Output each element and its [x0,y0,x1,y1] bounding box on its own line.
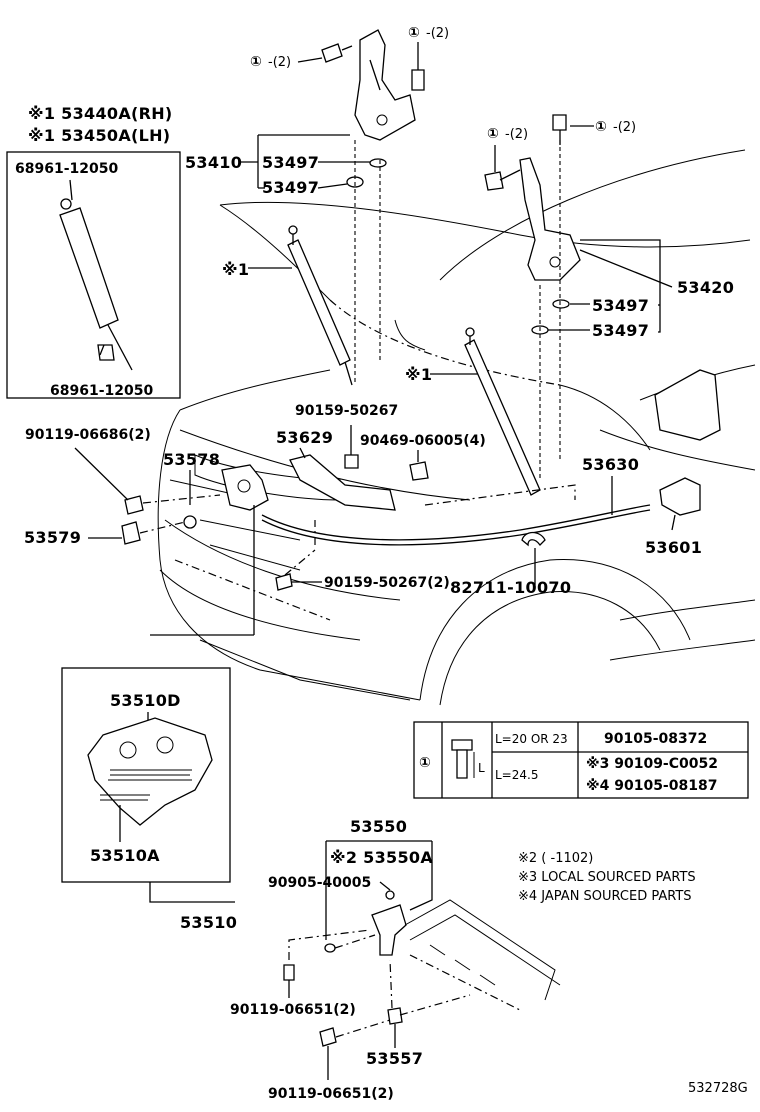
label-53497-d: 53497 [592,321,649,340]
circle1-d: ① [595,119,607,135]
label-53629: 53629 [276,428,333,447]
label-53579: 53579 [24,528,81,547]
label-53578: 53578 [163,450,220,469]
label-53410: 53410 [185,153,242,172]
table-l24: L=24.5 [495,768,538,782]
note-4: ※4 JAPAN SOURCED PARTS [518,889,692,904]
qty-a: -(2) [268,55,291,70]
label-90159-2: 90159-50267(2) [324,575,450,591]
label-53420: 53420 [677,278,734,297]
circle1-c: ① [487,126,499,142]
figure-code: 532728G [688,1081,748,1096]
label-90905: 90905-40005 [268,875,371,891]
qty-d: -(2) [613,120,636,135]
label-53630: 53630 [582,455,639,474]
note-2: ※2 ( -1102) [518,851,593,866]
qty-c: -(2) [505,127,528,142]
latch-inset: 53510D 53510A 53510 [61,667,237,932]
label-53440a: ※1 53440A(RH) [28,104,173,123]
hinge-right: ① -(2) ① -(2) 53420 53497 53497 [484,114,734,480]
table-circle: ① [419,755,431,771]
hinge-left: ① -(2) ① -(2) 53410 53497 53497 [185,25,449,385]
label-82711: 82711-10070 [450,578,571,597]
notes: ※2 ( -1102) ※3 LOCAL SOURCED PARTS ※4 JA… [518,851,696,904]
label-53497-b: 53497 [262,178,319,197]
label-53550a: ※2 53550A [330,848,433,867]
label-53497-c: 53497 [592,296,649,315]
qty-b: -(2) [426,26,449,41]
label-90119-06651-a: 90119-06651(2) [230,1002,356,1018]
label-68961-top: 68961-12050 [15,161,118,177]
table-l-mark: L [478,761,485,775]
label-53557: 53557 [366,1049,423,1068]
label-53450a: ※1 53450A(LH) [28,126,170,145]
label-strut-ref-a: ※1 [222,260,249,279]
strut-inset: ※1 53440A(RH) ※1 53450A(LH) 68961-12050 … [6,104,181,399]
bolt-spec-table: ① L L=20 OR 23 L=24.5 90105-08372 ※3 901… [413,721,749,799]
hood-struts: ※1 ※1 [222,225,541,496]
label-90119-06686: 90119-06686(2) [25,427,151,443]
table-l20: L=20 OR 23 [495,732,568,746]
gas-strut-body [59,207,119,329]
circle1-a: ① [250,54,262,70]
label-53550: 53550 [350,817,407,836]
label-53510a: 53510A [90,846,160,865]
table-pn3: ※4 90105-08187 [586,778,717,794]
lock-area: 53629 90159-50267 90469-06005(4) 90119-0… [24,403,702,636]
label-53510d: 53510D [110,691,181,710]
label-68961-bot: 68961-12050 [50,383,153,399]
label-53497-a: 53497 [262,153,319,172]
circle1-b: ① [408,25,420,41]
label-90159: 90159-50267 [295,403,398,419]
table-pn1: 90105-08372 [604,731,707,747]
label-53601: 53601 [645,538,702,557]
label-90119-06651-b: 90119-06651(2) [268,1086,394,1102]
vehicle-outline [157,149,756,706]
table-pn2: ※3 90109-C0052 [586,756,718,772]
label-90469: 90469-06005(4) [360,433,486,449]
label-53510: 53510 [180,913,237,932]
label-strut-ref-b: ※1 [405,365,432,384]
note-3: ※3 LOCAL SOURCED PARTS [518,870,696,885]
striker-area: 53550 ※2 53550A 90905-40005 90119-06651(… [230,817,561,1102]
